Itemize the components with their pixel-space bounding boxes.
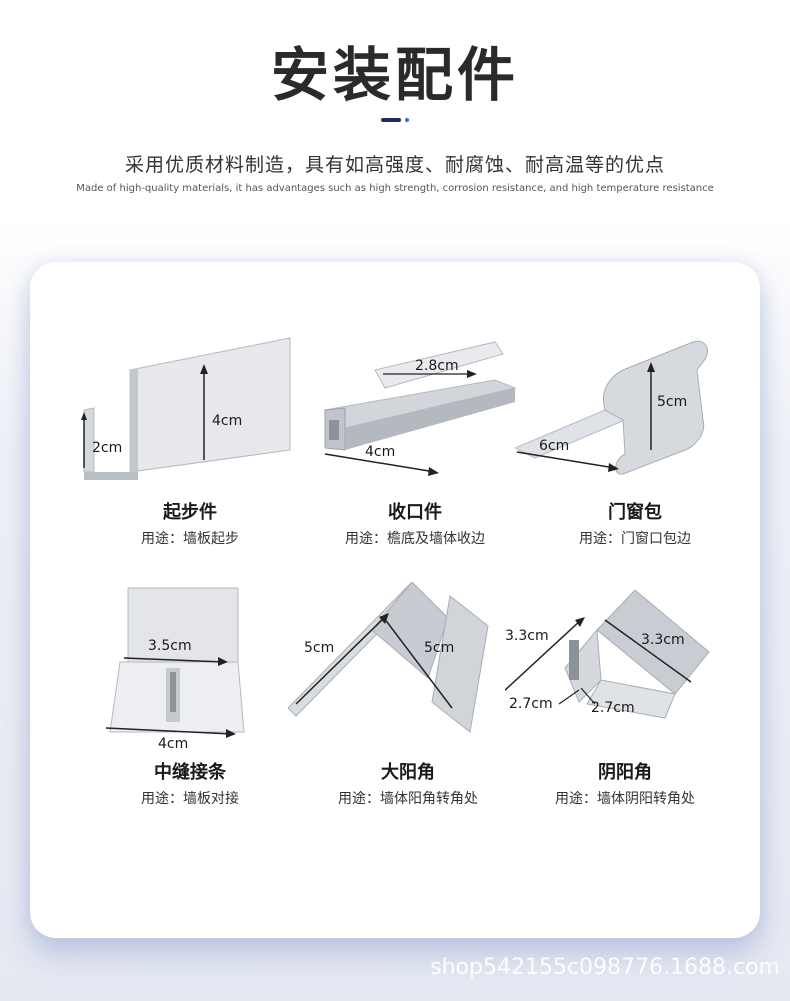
products-card: 2cm 4cm 起步件 用途：墙板起步 2.8cm 4cm 收口件 用途：檐底及… [30,262,760,938]
dimension-label: 2cm [92,440,122,456]
product-item: 2.8cm 4cm 收口件 用途：檐底及墙体收边 [295,330,535,550]
subtitle: 采用优质材料制造，具有如高强度、耐腐蚀、耐高温等的优点 [124,154,665,176]
title-divider [381,118,409,122]
shop-watermark: shop542155c098776.1688.com [430,955,780,980]
product-usage: 用途：墙体阴阳转角处 [555,791,695,807]
dimension-label: 5cm [657,394,687,410]
subtitle-english: Made of high-quality materials, it has a… [76,183,714,194]
product-usage: 用途：墙板起步 [141,531,239,547]
product-item: 3.5cm 4cm 中缝接条 用途：墙板对接 [70,582,310,812]
product-item: 3.3cm 3.3cm 2.7cm 2.7cm 阴阳角 用途：墙体阴阳转角处 [505,582,745,812]
dimension-label: 5cm [424,640,454,656]
product-name: 中缝接条 [154,762,226,783]
product-item: 5cm 6cm 门窗包 用途：门窗口包边 [515,330,755,550]
product-name: 大阳角 [381,762,435,783]
product-usage: 用途：门窗口包边 [579,531,691,547]
product-usage: 用途：檐底及墙体收边 [345,531,485,547]
dimension-label: 2.7cm [509,696,553,712]
outer-corner-image: 5cm 5cm [288,582,489,733]
divider-dot [405,118,409,122]
product-name: 起步件 [163,502,217,523]
dimension-label: 2.8cm [415,358,459,374]
dimension-label: 4cm [212,413,242,429]
product-usage: 用途：墙板对接 [141,791,239,807]
product-item: 2cm 4cm 起步件 用途：墙板起步 [70,330,310,550]
product-usage: 用途：墙体阳角转角处 [338,791,478,807]
dimension-label: 5cm [304,640,334,656]
dimension-label: 4cm [365,444,395,460]
dimension-label: 4cm [158,736,188,752]
dimension-label: 3.5cm [148,638,192,654]
dimension-label: 2.7cm [591,700,635,716]
dimension-label: 3.3cm [641,632,685,648]
edge-trim-image: 2.8cm 4cm [323,341,517,476]
inner-outer-corner-image: 3.3cm 3.3cm 2.7cm 2.7cm [505,589,710,719]
product-item: 5cm 5cm 大阳角 用途：墙体阳角转角处 [288,582,528,812]
dimension-label: 3.3cm [505,628,549,644]
dimension-label: 6cm [539,438,569,454]
page-title: 安装配件 [270,41,519,109]
divider-bar [381,118,401,122]
window-trim-image: 5cm 6cm [515,340,708,475]
product-name: 阴阳角 [598,762,652,783]
product-name: 收口件 [388,502,442,523]
starter-profile-image: 2cm 4cm [81,337,291,480]
joint-strip-image: 3.5cm 4cm [105,587,245,752]
product-name: 门窗包 [608,502,662,523]
